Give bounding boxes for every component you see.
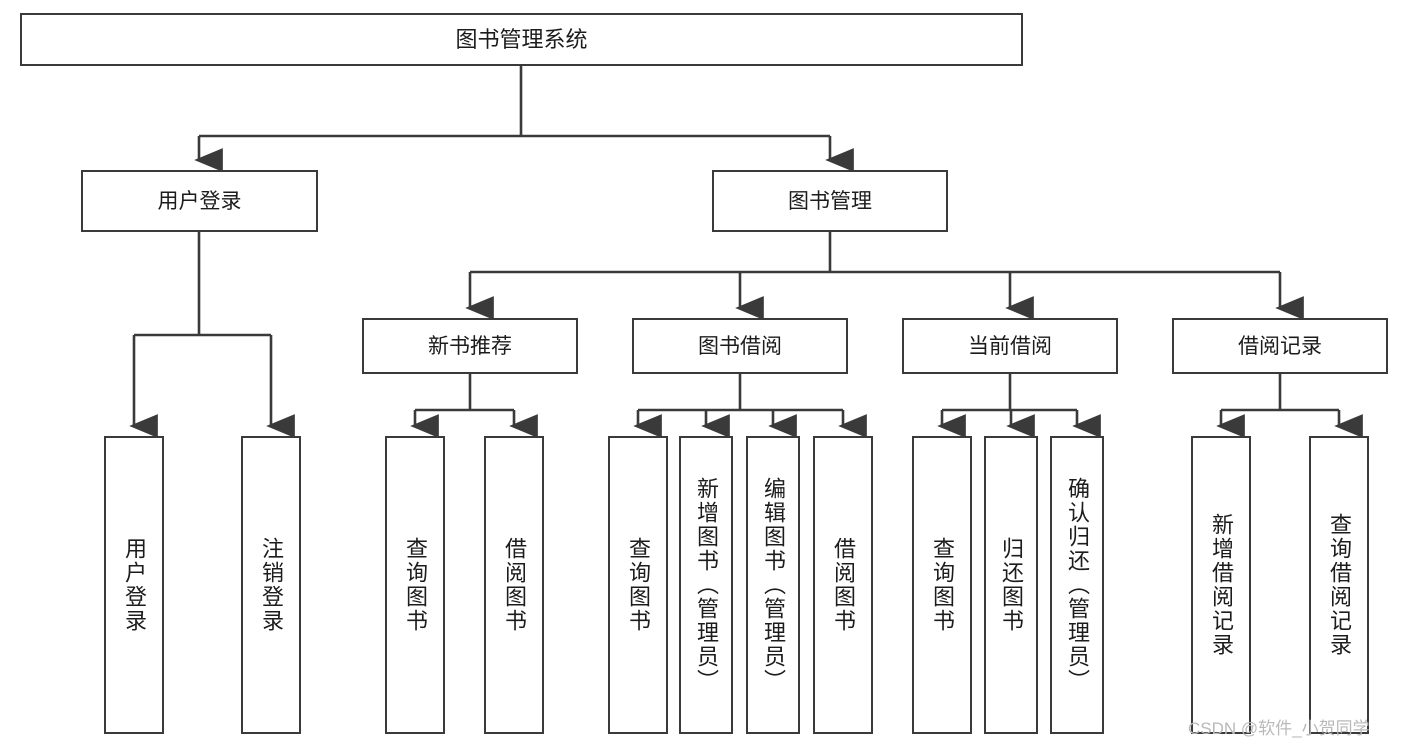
node-user-login[interactable]: 用户登录: [81, 170, 318, 232]
csdn-watermark: CSDN @软件_小贺同学: [1188, 719, 1370, 738]
node-user-login-label: 用户登录: [157, 189, 242, 213]
node-leaf-confirm-return-label: 确认归还（管理员）: [1065, 477, 1090, 693]
node-leaf-query-book-1-label: 查询图书: [403, 537, 428, 633]
node-leaf-query-borrow-record[interactable]: 查询借阅记录: [1309, 436, 1369, 734]
node-leaf-borrow-book-1-label: 借阅图书: [502, 537, 527, 633]
node-borrow-record[interactable]: 借阅记录: [1172, 318, 1388, 374]
node-leaf-logout-login[interactable]: 注销登录: [241, 436, 301, 734]
node-leaf-user-login-label: 用户登录: [122, 537, 147, 633]
node-leaf-add-borrow-record-label: 新增借阅记录: [1209, 513, 1234, 657]
node-leaf-query-borrow-record-label: 查询借阅记录: [1327, 513, 1352, 657]
node-leaf-logout-login-label: 注销登录: [259, 537, 284, 633]
node-book-borrow[interactable]: 图书借阅: [632, 318, 848, 374]
node-leaf-edit-book[interactable]: 编辑图书（管理员）: [746, 436, 800, 734]
node-leaf-query-book-2-label: 查询图书: [626, 537, 651, 633]
node-leaf-user-login[interactable]: 用户登录: [104, 436, 164, 734]
node-book-manage[interactable]: 图书管理: [712, 170, 948, 232]
node-leaf-borrow-book-1[interactable]: 借阅图书: [484, 436, 544, 734]
node-leaf-add-borrow-record[interactable]: 新增借阅记录: [1191, 436, 1251, 734]
node-leaf-query-book-2[interactable]: 查询图书: [608, 436, 668, 734]
node-leaf-query-book-3[interactable]: 查询图书: [912, 436, 972, 734]
node-leaf-return-book[interactable]: 归还图书: [984, 436, 1038, 734]
node-borrow-record-label: 借阅记录: [1238, 334, 1322, 358]
node-book-manage-label: 图书管理: [788, 189, 872, 213]
node-leaf-add-book-label: 新增图书（管理员）: [694, 477, 719, 693]
node-leaf-borrow-book-2-label: 借阅图书: [831, 537, 856, 633]
node-new-book-recommend[interactable]: 新书推荐: [362, 318, 578, 374]
node-leaf-add-book[interactable]: 新增图书（管理员）: [679, 436, 733, 734]
node-leaf-borrow-book-2[interactable]: 借阅图书: [813, 436, 873, 734]
node-root[interactable]: 图书管理系统: [20, 13, 1023, 66]
node-leaf-query-book-3-label: 查询图书: [930, 537, 955, 633]
node-leaf-return-book-label: 归还图书: [999, 537, 1024, 633]
node-root-label: 图书管理系统: [455, 26, 588, 52]
node-leaf-edit-book-label: 编辑图书（管理员）: [761, 477, 786, 693]
node-leaf-query-book-1[interactable]: 查询图书: [385, 436, 445, 734]
node-book-borrow-label: 图书借阅: [698, 334, 782, 358]
node-current-borrow-label: 当前借阅: [968, 334, 1052, 358]
node-leaf-confirm-return[interactable]: 确认归还（管理员）: [1050, 436, 1104, 734]
node-new-book-recommend-label: 新书推荐: [428, 334, 512, 358]
node-current-borrow[interactable]: 当前借阅: [902, 318, 1118, 374]
